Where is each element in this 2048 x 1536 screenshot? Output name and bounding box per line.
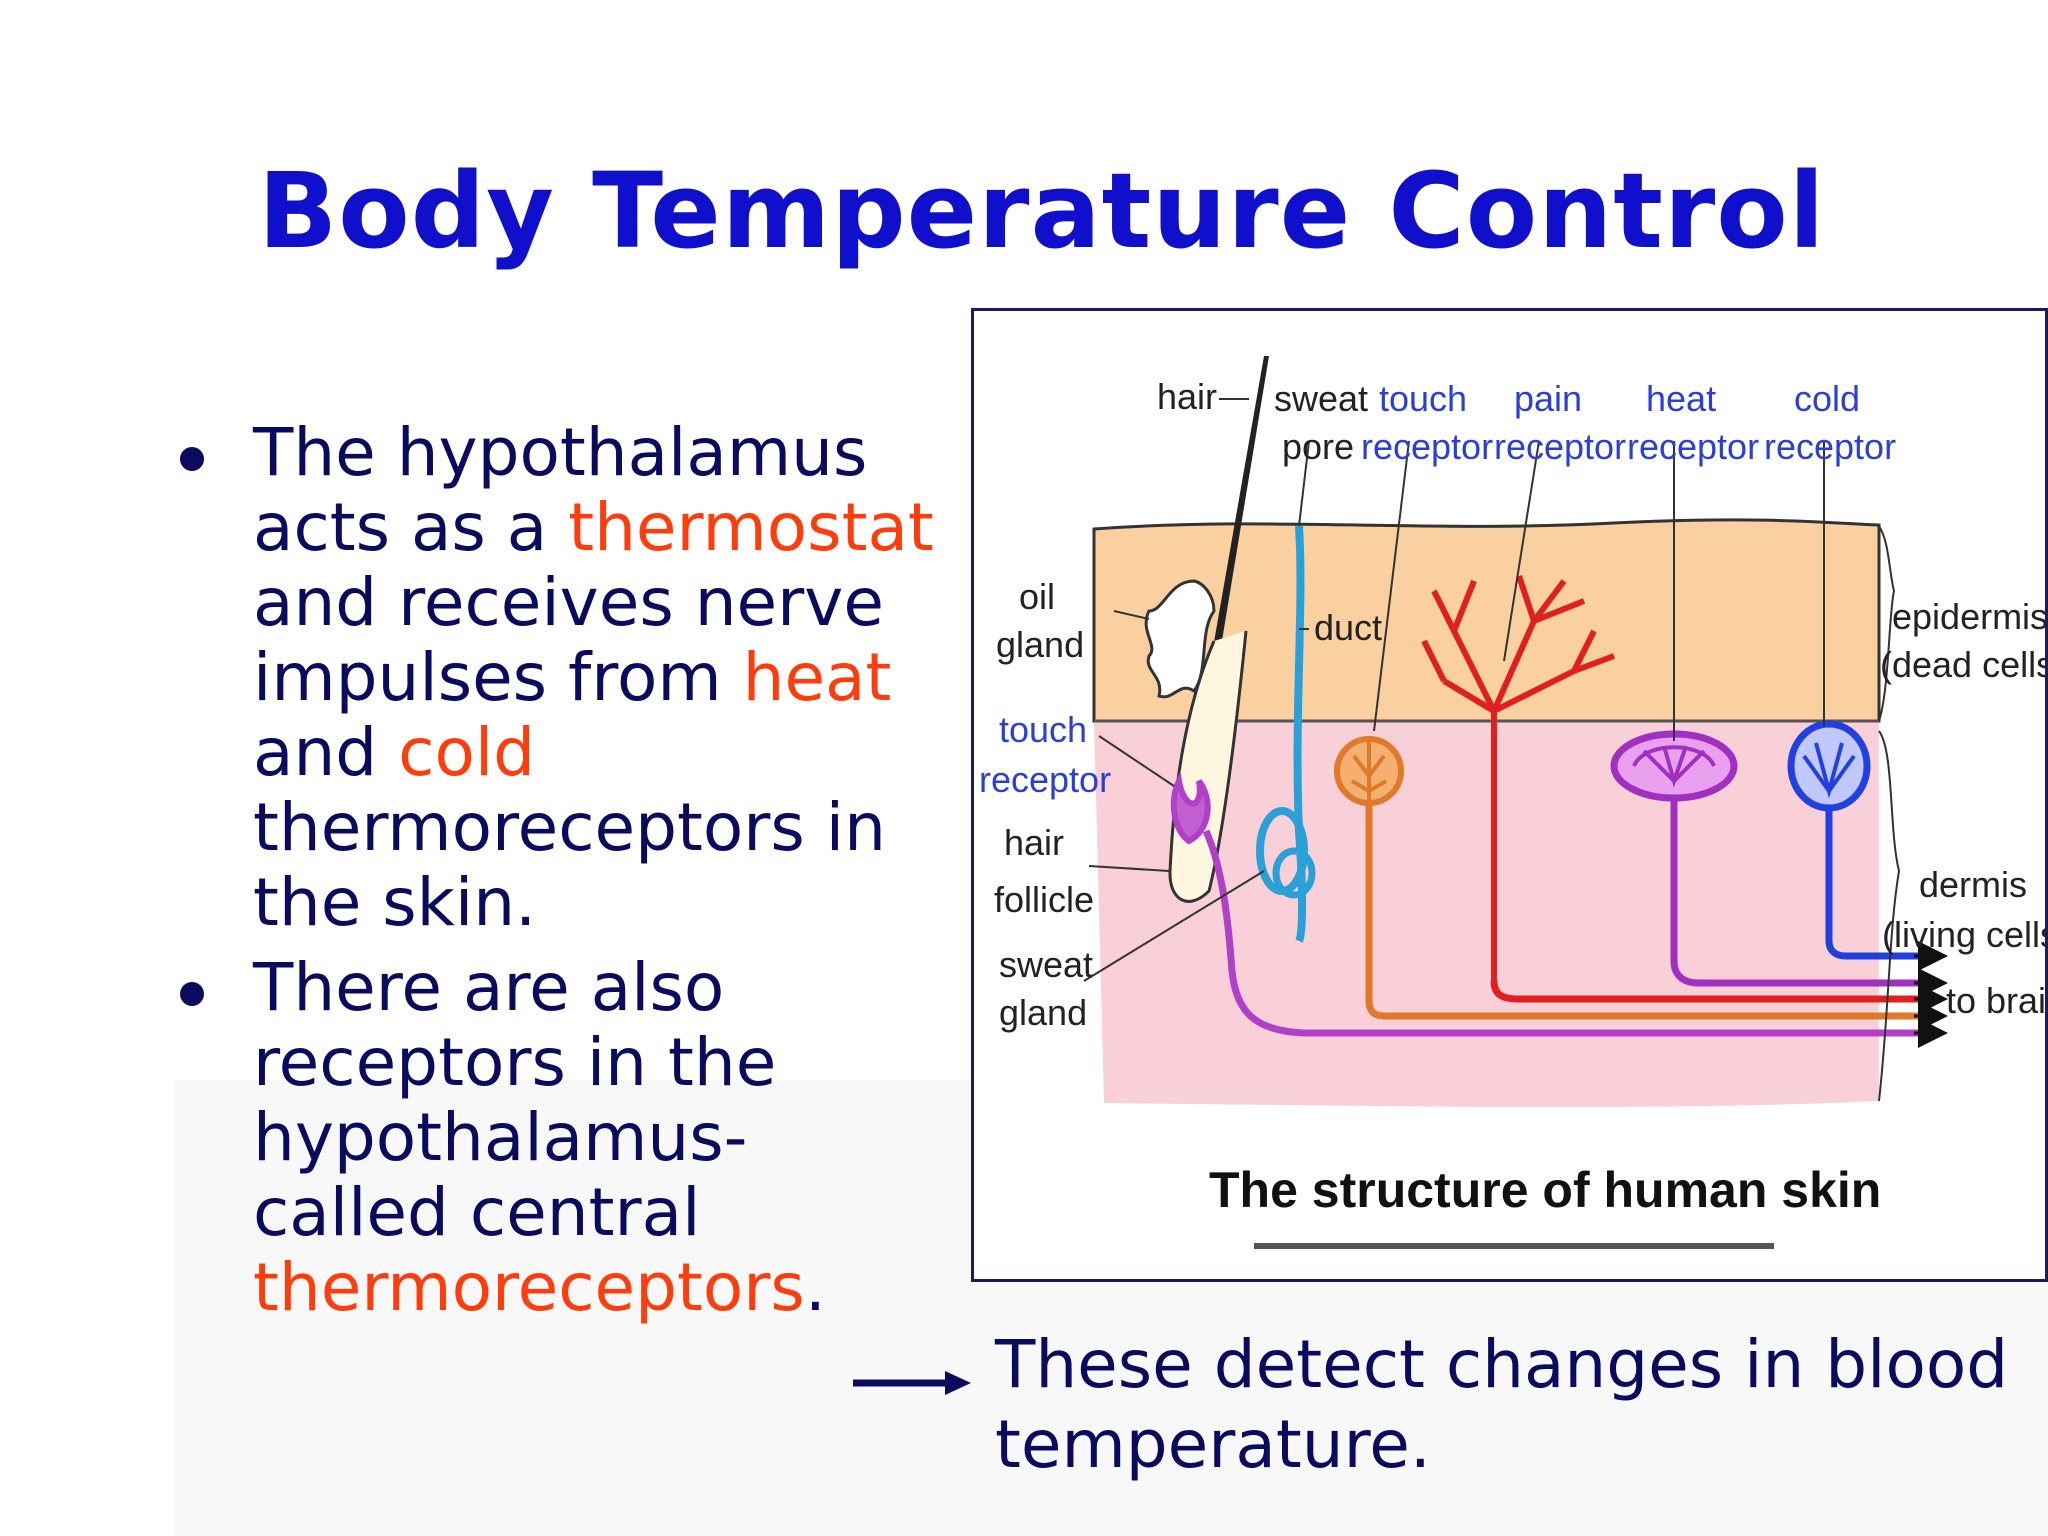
label-pain: pain (1514, 378, 1583, 419)
label-touch-left: touch (999, 709, 1088, 750)
pain-receptor (1421, 575, 1616, 981)
label-oil: oil (1019, 576, 1056, 617)
bullet-list: The hypothalamus acts as a thermostat an… (175, 415, 935, 1335)
label-cold-receptor: receptor (1764, 426, 1897, 467)
pain-nerve (1490, 980, 1934, 1003)
touch-receptor-left (1170, 771, 1211, 845)
page-title: Body Temperature Control (258, 150, 1826, 272)
epidermis-layer (1092, 518, 1881, 723)
orange-touch-nerve (1365, 803, 1934, 1020)
bullet-2-text-b: . (804, 1249, 826, 1326)
bullet-1-text-b: and receives nerve impulses from (253, 564, 884, 716)
label-heat-receptor: receptor (1627, 426, 1760, 467)
label-hair: hair (1157, 376, 1218, 417)
bullet-1-highlight-thermostat: thermostat (568, 489, 934, 566)
caption-underline (1254, 1243, 1774, 1249)
figure-caption: The structure of human skin (1209, 1162, 1882, 1218)
label-to-brain: to brain (1946, 980, 2047, 1021)
oil-gland (1144, 579, 1216, 699)
bullet-1-text-c: and (253, 714, 399, 791)
bullet-dot-icon (180, 447, 204, 471)
label-epidermis: epidermis (1892, 596, 2048, 637)
bullet-item-1: The hypothalamus acts as a thermostat an… (175, 415, 935, 940)
epidermis-bracket (1878, 525, 1896, 722)
label-receptor-left: receptor (979, 759, 1112, 800)
bullet-dot-icon (180, 982, 204, 1006)
label-sweat: sweat (1274, 378, 1369, 419)
heat-nerve (1670, 798, 1934, 987)
label-living-cells: (living cells) (1882, 914, 2045, 955)
label-touch-receptor: receptor (1361, 426, 1494, 467)
label-hair-follicle-2: follicle (994, 879, 1095, 920)
bullet-2-highlight-thermoreceptors: thermoreceptors (253, 1249, 805, 1326)
label-heat: heat (1646, 378, 1717, 419)
dermis-bracket (1878, 730, 1901, 1102)
label-hair-follicle-1: hair (1004, 822, 1065, 863)
bullet-1-text-d: thermoreceptors in the skin. (253, 789, 886, 941)
heat-receptor (1610, 730, 1738, 802)
touch-nerve-left (1202, 829, 1934, 1037)
sweat-duct (1293, 525, 1307, 943)
bullet-1-text-a: The hypothalamus acts as a (253, 414, 868, 566)
label-dead-cells: (dead cells) (1880, 644, 2048, 685)
label-pain-receptor: receptor (1494, 426, 1627, 467)
right-arrow-icon (853, 1371, 971, 1395)
label-duct: duct (1314, 607, 1383, 648)
label-cold: cold (1794, 378, 1861, 419)
label-sweat-gland-2: gland (999, 992, 1088, 1033)
label-dermis: dermis (1919, 864, 2028, 905)
bullet-2-text-a: There are also receptors in the hypothal… (253, 949, 777, 1251)
note-text: These detect changes in blood temperatur… (995, 1326, 2009, 1483)
skin-structure-figure: hair sweat pore touch receptor pain rece… (971, 308, 2048, 1282)
label-sweat-gland-1: sweat (999, 944, 1094, 985)
label-oil-gland: gland (996, 624, 1085, 665)
cold-nerve (1825, 808, 1934, 960)
bullet-item-2: There are also receptors in the hypothal… (175, 950, 935, 1325)
label-touch-top: touch (1379, 378, 1468, 419)
bullet-1-highlight-heat: heat (742, 639, 892, 716)
bullet-1-highlight-cold: cold (398, 714, 536, 791)
label-pore: pore (1282, 426, 1355, 467)
skin-diagram-graphic (1083, 356, 1948, 1107)
